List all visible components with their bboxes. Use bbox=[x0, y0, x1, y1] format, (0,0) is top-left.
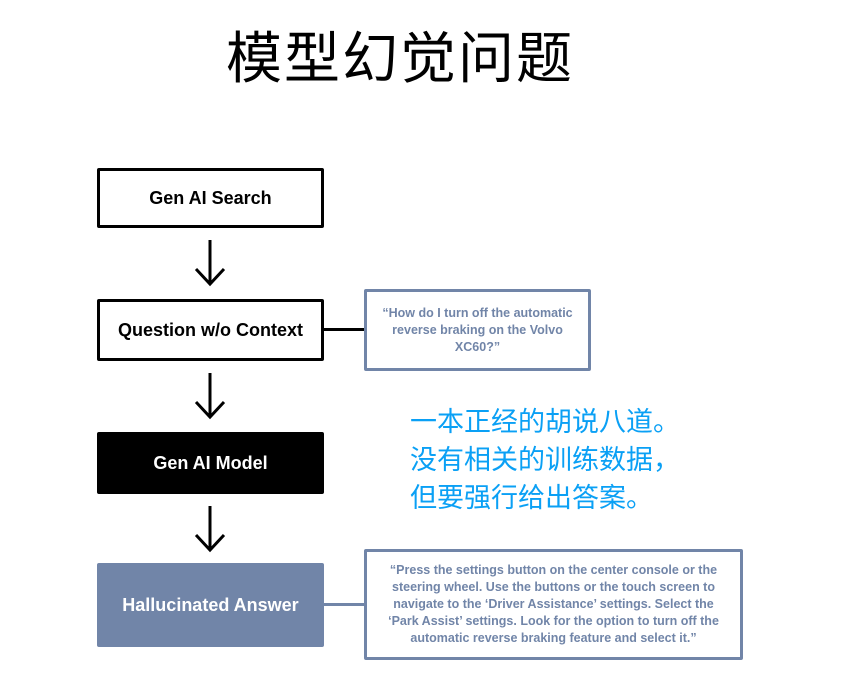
question-without-context-box: Question w/o Context bbox=[97, 299, 324, 361]
gen-ai-search-box: Gen AI Search bbox=[97, 168, 324, 228]
down-arrow-icon bbox=[194, 373, 226, 420]
question-quote-box: “How do I turn off the automatic reverse… bbox=[364, 289, 591, 371]
hallucinated-answer-box: Hallucinated Answer bbox=[97, 563, 324, 647]
note-line-1: 一本正经的胡说八道。 bbox=[410, 407, 680, 438]
gen-ai-model-box: Gen AI Model bbox=[97, 432, 324, 494]
answer-quote-box: “Press the settings button on the center… bbox=[364, 549, 743, 660]
answer-connector bbox=[324, 603, 366, 606]
note-line-2: 没有相关的训练数据， bbox=[410, 445, 680, 476]
page-title: 模型幻觉问题 bbox=[226, 27, 574, 92]
note-line-3: 但要强行给出答案。 bbox=[410, 483, 653, 514]
question-connector bbox=[324, 328, 366, 331]
down-arrow-icon bbox=[194, 506, 226, 553]
down-arrow-icon bbox=[194, 240, 226, 287]
